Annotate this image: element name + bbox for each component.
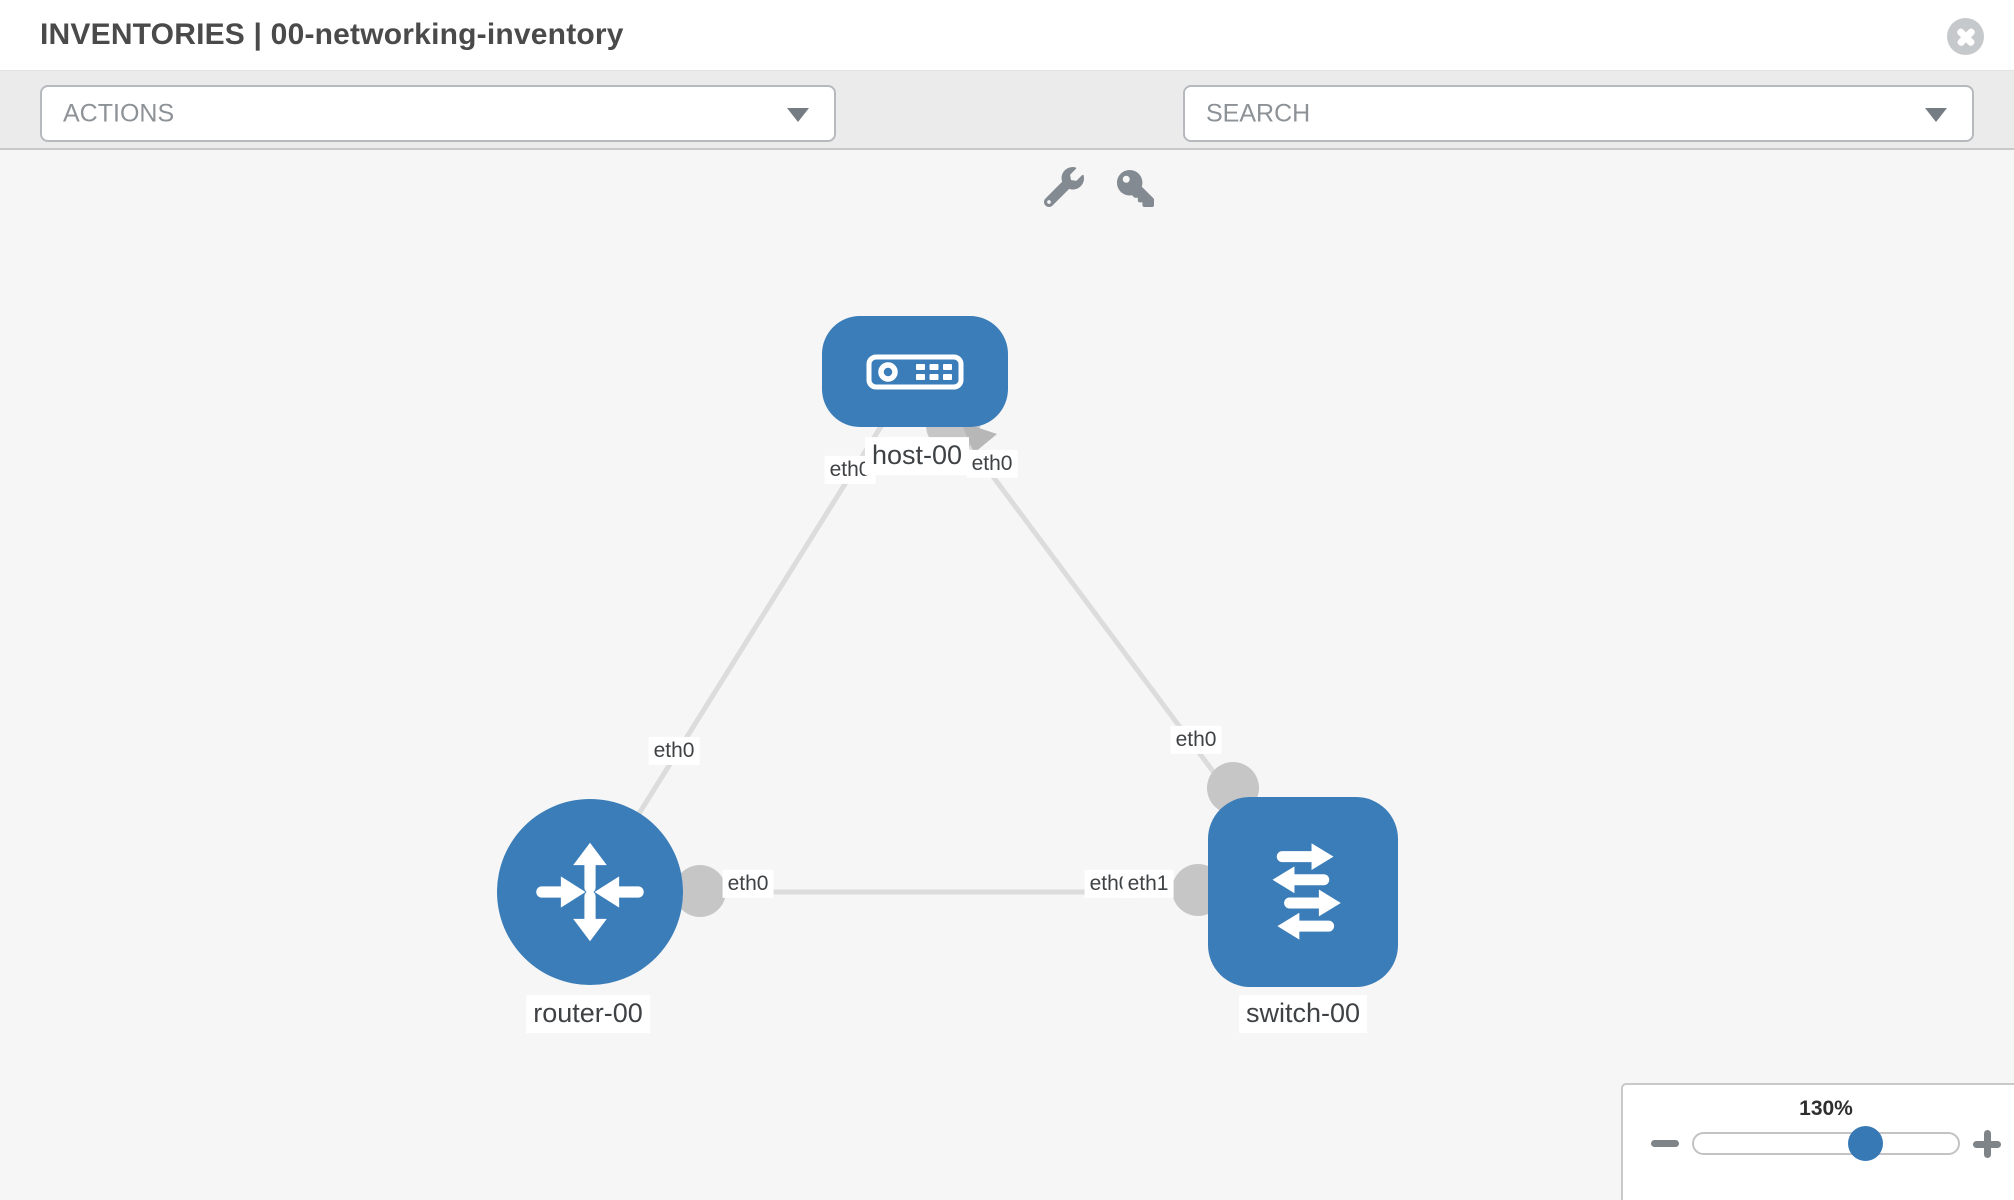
key-icon[interactable] (1117, 170, 1154, 207)
router-icon (536, 842, 644, 942)
interface-label: eth0 (648, 736, 700, 766)
wrench-icon[interactable] (1044, 167, 1084, 207)
actions-dropdown-label: ACTIONS (63, 99, 175, 127)
node-host-00[interactable] (822, 316, 1008, 427)
actions-dropdown[interactable]: ACTIONS (40, 85, 836, 142)
chevron-down-icon (787, 107, 809, 122)
zoom-level-value: 130% (1799, 1097, 1853, 1120)
toolbar: ACTIONS SEARCH (0, 71, 2014, 207)
switch-icon (1272, 843, 1341, 940)
server-icon (866, 354, 964, 389)
plus-icon-bar (1983, 1130, 1991, 1158)
search-dropdown-label: SEARCH (1206, 99, 1311, 127)
zoom-slider-thumb[interactable] (1848, 1126, 1883, 1161)
node-label-host-00: host-00 (864, 437, 970, 475)
header: INVENTORIES | 00-networking-inventory (0, 0, 2014, 71)
chevron-down-icon (1925, 107, 1947, 122)
interface-label: eth1 (1122, 869, 1174, 899)
zoom-slider-track[interactable] (1692, 1132, 1960, 1155)
close-icon[interactable] (1947, 18, 1984, 55)
interface-label: eth0 (722, 869, 774, 899)
minus-icon[interactable] (1651, 1140, 1679, 1147)
page-title: INVENTORIES | 00-networking-inventory (40, 18, 624, 51)
topology-canvas[interactable]: eth0 eth0 eth0 eth0 eth0 eth0 eth1 host-… (0, 150, 2014, 1200)
node-label-router-00: router-00 (526, 995, 650, 1033)
edge-arrowhead (961, 422, 997, 453)
port-connector-router (674, 865, 726, 917)
interface-label: eth0 (966, 449, 1018, 479)
topology-edges-layer (587, 370, 1306, 917)
zoom-control-panel: 130% (1621, 1083, 2014, 1200)
node-switch-00[interactable] (1208, 797, 1398, 987)
search-dropdown[interactable]: SEARCH (1183, 85, 1974, 142)
node-label-switch-00: switch-00 (1238, 995, 1368, 1033)
plus-icon[interactable] (1973, 1130, 2001, 1158)
node-router-00[interactable] (497, 799, 683, 985)
interface-label: eth0 (1170, 725, 1222, 755)
